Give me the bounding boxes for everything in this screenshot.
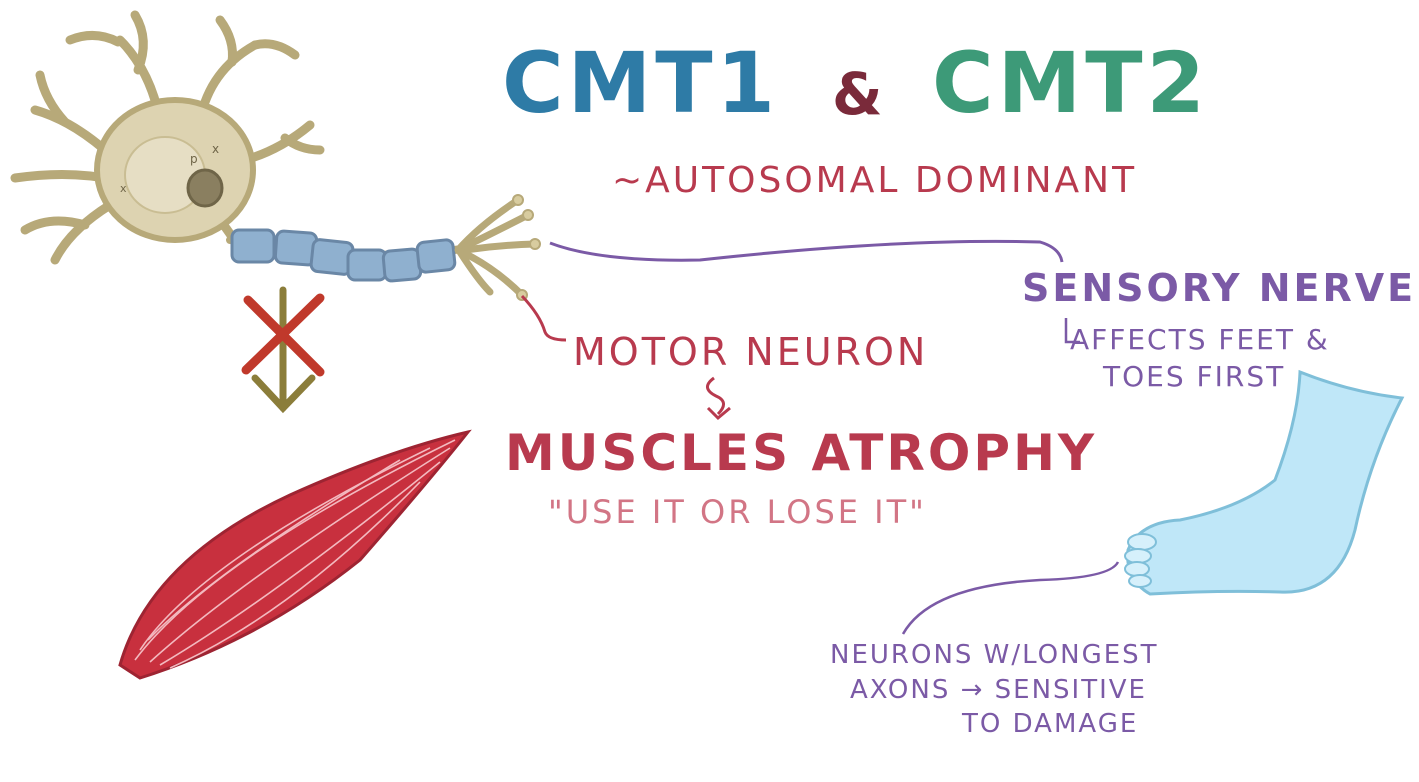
ampersand: & xyxy=(832,60,883,128)
foot-illustration xyxy=(1124,369,1405,596)
longest-axons-line2: axons → sensitive xyxy=(850,675,1147,705)
longest-axons-line3: to damage xyxy=(962,709,1139,739)
sensory-note-line1: Affects feet & xyxy=(1070,323,1330,356)
sensory-note-line2: toes first xyxy=(1103,360,1286,393)
longest-axons-line1: Neurons w/longest xyxy=(830,640,1159,670)
nucleus xyxy=(186,168,224,208)
svg-text:x: x xyxy=(120,182,127,195)
svg-text:x: x xyxy=(212,142,219,156)
cmt2-title: CMT2 xyxy=(932,34,1209,132)
cmt1-title: CMT1 xyxy=(502,34,779,132)
axon-terminals xyxy=(454,196,539,299)
inheritance-label: ~Autosomal Dominant xyxy=(612,160,1138,201)
blocked-arrow-icon xyxy=(241,286,325,414)
muscles-atrophy-label: Muscles Atrophy xyxy=(505,424,1098,482)
motor-neuron-label: Motor Neuron xyxy=(573,330,929,374)
use-it-quote: "use it or lose it" xyxy=(548,493,927,531)
myelin-sheath xyxy=(230,228,457,283)
svg-text:p: p xyxy=(190,152,198,166)
sensory-nerve-label: Sensory Nerve xyxy=(1022,266,1417,310)
muscle-illustration xyxy=(118,429,472,680)
